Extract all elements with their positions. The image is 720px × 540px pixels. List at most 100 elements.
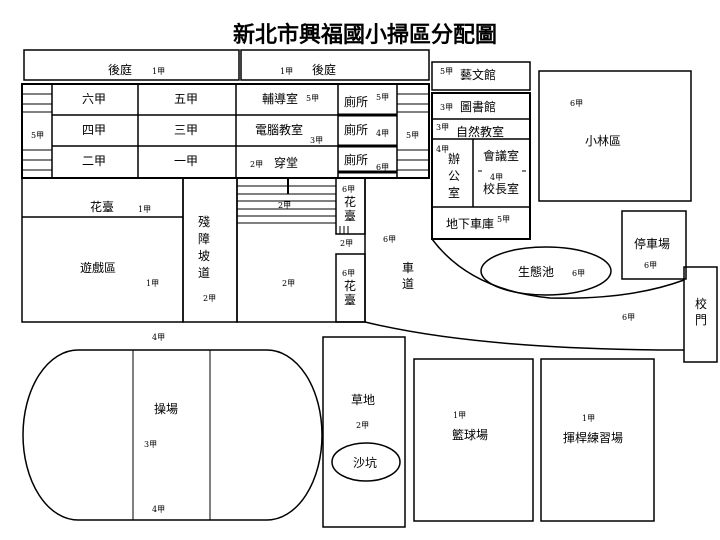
sandpit	[331, 442, 401, 482]
flower-bed-3-label-1: 花	[344, 278, 356, 293]
library-class: 3甲	[440, 103, 453, 112]
backyard-left-class: 1甲	[152, 67, 165, 76]
toilet-2-class: 4甲	[376, 129, 389, 138]
ramp-label-3: 坡	[198, 249, 210, 263]
right-building	[431, 92, 531, 240]
track-field	[22, 349, 323, 521]
middle-area-class: 2甲	[282, 279, 295, 288]
office-label-2: 公	[448, 169, 460, 183]
toilet-3: 廁所	[344, 152, 368, 167]
driveway-label-2: 道	[402, 277, 414, 291]
flower-bed-2-class: 6甲	[342, 185, 355, 194]
basement-parking-class: 5甲	[497, 215, 510, 224]
driveway-label-1: 車	[402, 261, 414, 275]
track-label: 操場	[154, 401, 178, 416]
room-six-a: 六甲	[82, 92, 106, 106]
room-one-a: 一甲	[174, 154, 198, 168]
room-four-a: 四甲	[82, 123, 106, 137]
parking-label: 停車場	[634, 236, 670, 251]
basketball-class: 1甲	[453, 411, 466, 420]
principal-class: 4甲	[490, 173, 503, 182]
backyard-left	[23, 49, 240, 81]
science-class: 3甲	[436, 123, 449, 132]
science-label: 自然教室	[456, 124, 504, 139]
forest-area	[538, 70, 692, 202]
ecology-pond	[480, 246, 612, 296]
office-label-3: 室	[448, 185, 460, 200]
golf-practice	[540, 358, 655, 522]
parking-class: 6甲	[644, 261, 657, 270]
meeting-room-label: 會議室	[483, 148, 519, 163]
basketball-label: 籃球場	[452, 427, 488, 442]
toilet-1: 廁所	[344, 94, 368, 109]
sandpit-label: 沙坑	[353, 455, 377, 470]
driveway-bottom-class: 6甲	[622, 313, 635, 322]
lawn	[322, 336, 406, 528]
art-hall	[431, 61, 531, 91]
ramp-label-1: 殘	[198, 214, 210, 229]
track-class: 3甲	[144, 440, 157, 449]
forest-label: 小林區	[585, 134, 621, 148]
page-title: 新北市興福國小掃區分配圖	[233, 22, 497, 48]
toilet-1-class: 5甲	[376, 93, 389, 102]
ramp-class: 2甲	[203, 294, 216, 303]
toilet-3-class: 6甲	[376, 163, 389, 172]
golf-class: 1甲	[582, 414, 595, 423]
office-label-1: 辦	[448, 152, 460, 166]
art-hall-class: 5甲	[440, 67, 453, 76]
track-top-class: 4甲	[152, 333, 165, 342]
room-counsel: 輔導室	[262, 91, 298, 106]
room-counsel-class: 5甲	[306, 94, 319, 103]
driveway-curve-lower	[364, 321, 685, 351]
basement-parking-label: 地下車庫	[446, 217, 494, 231]
flower-bed-1-class: 1甲	[138, 205, 151, 214]
ramp-label-2: 障	[198, 231, 210, 246]
gate-label-2: 門	[695, 313, 707, 327]
backyard-right-class: 1甲	[280, 67, 293, 76]
flower-bed-3-class: 6甲	[342, 269, 355, 278]
driveway-class: 6甲	[383, 235, 396, 244]
flower-bed-3	[335, 253, 366, 323]
principal-label: 校長室	[483, 181, 519, 196]
backyard-left-label: 後庭	[108, 62, 132, 77]
hall-class: 2甲	[250, 160, 263, 169]
forest-class: 6甲	[570, 99, 583, 108]
lawn-class: 2甲	[356, 421, 369, 430]
flower-bed-2-label-1: 花	[344, 194, 356, 209]
stairs-middle-class: 2甲	[278, 201, 291, 210]
room-two-a: 二甲	[82, 154, 106, 168]
parking-lot	[621, 210, 687, 280]
play-area-label: 遊戲區	[80, 260, 116, 275]
basketball-court	[413, 358, 534, 522]
driveway-curve-upper	[431, 238, 685, 299]
middle-area	[236, 177, 366, 323]
flower-bed-2-label-2: 臺	[344, 208, 356, 223]
backyard-right	[240, 49, 430, 81]
ramp-label-4: 道	[198, 266, 210, 280]
stair-left-class: 5甲	[31, 131, 44, 140]
room-five-a: 五甲	[174, 92, 198, 106]
backyard-right-label: 後庭	[312, 62, 336, 77]
room-computer: 電腦教室	[255, 122, 303, 137]
flower-bed-2	[335, 177, 366, 235]
flower-gap-class: 2甲	[340, 239, 353, 248]
flower-bed-3-label-2: 臺	[344, 292, 356, 307]
play-area-class: 1甲	[146, 279, 159, 288]
pond-class: 6甲	[572, 269, 585, 278]
pond-label: 生態池	[518, 264, 554, 279]
library-label: 圖書館	[460, 99, 496, 114]
track-bottom-class: 4甲	[152, 505, 165, 514]
hall: 穿堂	[274, 155, 298, 170]
stair-right-class: 5甲	[406, 131, 419, 140]
gate-label-1: 校	[695, 296, 707, 311]
golf-label: 揮桿練習場	[563, 430, 623, 445]
room-computer-class: 3甲	[310, 136, 323, 145]
school-gate	[683, 266, 718, 363]
toilet-2: 廁所	[344, 122, 368, 137]
lawn-label: 草地	[351, 393, 375, 407]
office-class: 4甲	[436, 145, 449, 154]
flower-bed-1-label: 花臺	[90, 199, 114, 214]
art-hall-label: 藝文館	[460, 67, 496, 82]
room-three-a: 三甲	[174, 123, 198, 137]
